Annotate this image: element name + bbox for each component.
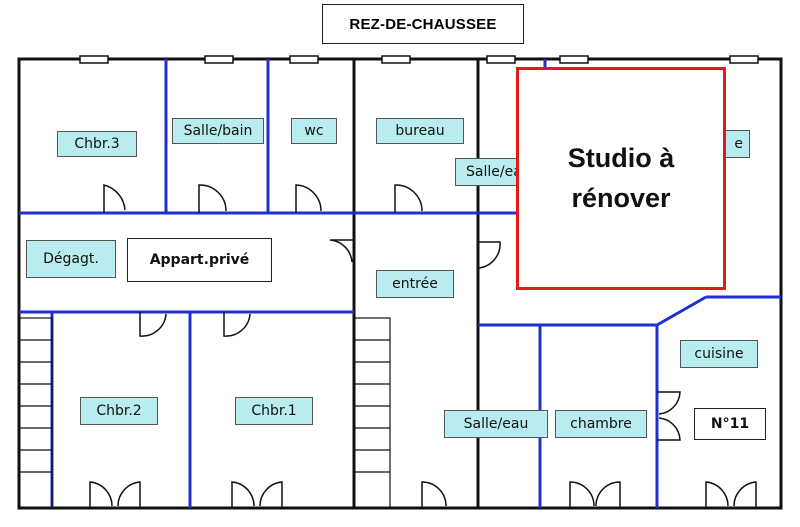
room-label-bureau: bureau xyxy=(376,118,464,144)
studio-line1: Studio à xyxy=(567,143,675,174)
studio-line2: rénover xyxy=(571,182,671,213)
room-label-chambre: chambre xyxy=(555,410,647,438)
room-label-degagement: Dégagt. xyxy=(26,240,116,278)
windows xyxy=(79,55,759,64)
doors xyxy=(89,184,757,508)
studio-highlight-box: Studio à rénover xyxy=(516,67,726,290)
unit-number-label: N°11 xyxy=(694,408,766,440)
floor-title: REZ-DE-CHAUSSEE xyxy=(322,4,524,44)
room-label-chbr3: Chbr.3 xyxy=(57,131,137,157)
room-label-chbr2: Chbr.2 xyxy=(80,397,158,425)
stairs-left xyxy=(18,317,53,509)
room-label-entree: entrée xyxy=(376,270,454,298)
room-label-chbr1: Chbr.1 xyxy=(235,397,313,425)
room-label-salle-bain: Salle/bain xyxy=(172,118,264,144)
room-label-cuisine: cuisine xyxy=(680,340,758,368)
room-label-wc: wc xyxy=(291,118,337,144)
room-label-salle-eau-bottom: Salle/eau xyxy=(444,410,548,438)
room-label-appart-prive: Appart.privé xyxy=(127,238,272,282)
stairs-right xyxy=(353,317,391,509)
